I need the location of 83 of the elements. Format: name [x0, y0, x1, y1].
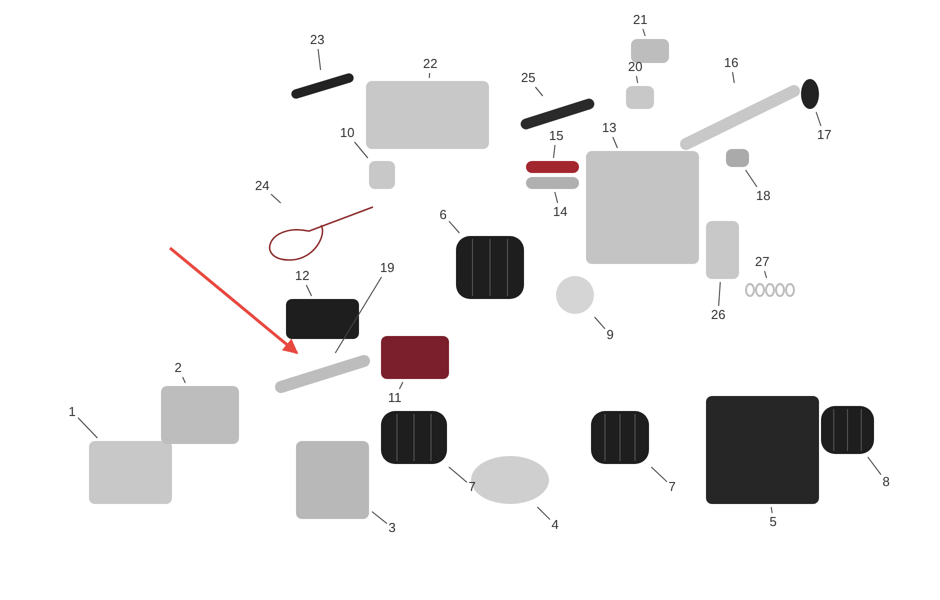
leader-line [764, 270, 768, 278]
hand-lever-drawing [365, 80, 490, 150]
callout-number: 4 [552, 518, 559, 532]
ring-drawing [800, 78, 820, 110]
drawbar-frame-drawing [585, 150, 700, 265]
bellows-drawing [455, 235, 525, 300]
leader-line [270, 194, 282, 204]
callout-number: 18 [756, 189, 770, 203]
bellows-drawing [590, 410, 650, 465]
leader-line [334, 276, 382, 354]
callout-number: 8 [882, 475, 890, 489]
lever-drawing [705, 220, 740, 280]
bracket-drawing [368, 160, 396, 190]
hose-clamp-drawing [555, 275, 595, 315]
bushings-drawing [380, 335, 450, 380]
arrow [169, 246, 298, 354]
callout-number: 12 [295, 269, 310, 283]
stabiliser-coupling-drawing [295, 440, 370, 520]
callout-number: 11 [388, 391, 402, 405]
callout-number: 1 [68, 405, 76, 419]
damper-rod-drawing [275, 355, 370, 393]
pin-drawing [725, 148, 750, 168]
callout-number: 7 [468, 480, 476, 494]
bellows-drawing [820, 405, 875, 455]
leader-line [650, 466, 668, 482]
callout-number: 23 [310, 33, 324, 47]
callout-number: 15 [549, 129, 564, 143]
leader-line [594, 316, 606, 330]
leader-line [816, 112, 822, 126]
leader-line [554, 192, 558, 204]
leader-line [536, 506, 550, 520]
callout-number: 6 [440, 208, 447, 222]
leader-line [448, 220, 460, 234]
callout-number: 14 [553, 205, 568, 219]
leader-line [534, 86, 544, 96]
leader-line [770, 506, 773, 514]
coupling-head-drawing [88, 440, 173, 505]
leader-line [636, 76, 638, 84]
callout-number: 16 [724, 56, 738, 70]
callout-number: 10 [340, 126, 354, 140]
bushings-drawing [285, 298, 360, 340]
leader-line [398, 382, 404, 390]
callout-number: 3 [388, 521, 396, 535]
leader-line [612, 136, 618, 148]
leader-line [718, 282, 721, 306]
towing-eye-drawing [470, 455, 550, 505]
leader-line [78, 417, 98, 438]
bellows-drawing [380, 410, 448, 465]
callout-number: 5 [770, 515, 777, 529]
callout-number: 7 [668, 480, 676, 494]
bolt-set-drawing [160, 385, 240, 445]
caps-drawing [525, 160, 580, 174]
spring-drawing [520, 98, 595, 130]
callout-number: 22 [423, 57, 438, 71]
washers-drawing [745, 280, 795, 300]
leader-line [318, 48, 322, 70]
leader-line [448, 466, 468, 483]
leader-line [867, 456, 882, 476]
leader-line [372, 511, 388, 524]
callout-number: 20 [628, 60, 642, 74]
coupling-with-cover-drawing [705, 395, 820, 505]
bracket-drawing [625, 85, 655, 110]
callout-number: 25 [521, 71, 536, 85]
grip-drawing [290, 72, 355, 100]
callout-number: 2 [174, 361, 182, 375]
pins-drawing [525, 176, 580, 190]
callout-number: 27 [755, 255, 770, 269]
callout-number: 17 [817, 128, 832, 142]
tube-drawing [680, 85, 800, 150]
callout-number: 13 [602, 121, 616, 135]
callout-number: 19 [380, 261, 394, 275]
callout-number: 21 [633, 13, 648, 27]
callout-number: 9 [606, 328, 614, 342]
leader-line [553, 144, 556, 158]
callout-number: 26 [711, 308, 726, 322]
leader-line [182, 376, 186, 384]
leader-line [745, 170, 758, 188]
leader-line [306, 284, 312, 296]
leader-line [732, 72, 735, 84]
leader-line [428, 72, 430, 78]
leader-line [642, 28, 646, 36]
callout-number: 24 [255, 179, 270, 193]
leader-line [354, 142, 368, 158]
